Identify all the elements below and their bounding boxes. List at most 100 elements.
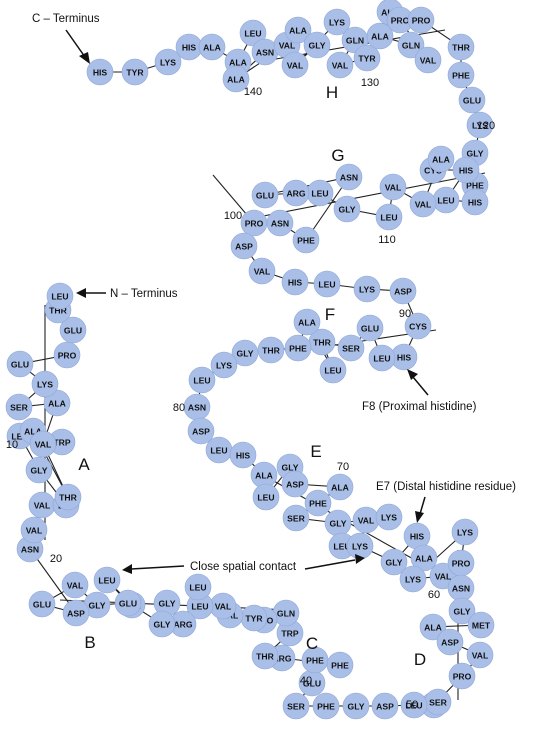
residue-label: CYS [409,322,427,332]
residue-circle [198,33,226,61]
residue-label: GLU [119,599,137,609]
residue-circle [188,366,216,394]
residue-circle [46,282,74,310]
residue-label: THR [262,346,280,356]
residue-val: VAL [414,46,442,74]
residue-ser: SER [5,393,33,421]
residue-label: ASN [256,48,274,58]
residue-label: GLU [33,600,51,610]
residue-ala: ALA [427,145,455,173]
helix-label-d: D [414,650,426,669]
residue-label: PHE [306,656,324,666]
residue-lys: LYS [466,111,494,139]
residue-label: PRO [412,16,431,26]
position-number-110: 110 [378,234,396,246]
residue-leu: LEU [46,282,74,310]
residue-label: THR [256,652,274,662]
residue-label: VAL [415,200,432,210]
residue-circle [284,16,312,44]
residue-circle [466,111,494,139]
residue-circle [222,65,250,93]
proximal-histidine-arrow [412,376,429,396]
residue-circle [240,209,268,237]
residue-label: ASN [271,219,289,229]
residue-circle [121,58,149,86]
residue-label: GLU [303,679,321,689]
residue-circle [5,393,33,421]
residue-label: ALA [298,318,316,328]
residue-label: GLY [386,558,403,568]
residue-glu: GLU [356,314,384,342]
helix-label-f: F [325,305,335,324]
position-number-10: 10 [6,439,18,451]
residue-circle [303,31,331,59]
residue-circle [319,356,347,384]
residue-label: GLU [11,360,29,370]
residue-ala: ALA [222,65,250,93]
residue-label: GLU [361,324,379,334]
residue-gly: GLY [148,610,176,638]
residue-leu: LEU [400,691,428,719]
close-contact-arrowhead-left [122,564,132,574]
residue-glu: GLU [59,316,87,344]
residue-circle [248,257,276,285]
residue-his: HIS [86,58,114,86]
residue-label: THR [59,493,77,503]
position-number-90: 90 [399,308,411,320]
position-number-50: 50 [406,699,418,711]
residue-circle [409,190,437,218]
residue-phe: PHE [292,226,320,254]
residue-label: PRO [245,219,264,229]
residue-asp: ASP [281,470,309,498]
residue-label: ASP [67,609,85,619]
residue-label: VAL [420,56,437,66]
residue-circle [461,188,489,216]
residue-cys: CYS [404,312,432,340]
residue-circle [466,641,494,669]
residue-label: HIS [397,353,412,363]
position-number-80: 80 [173,402,185,414]
residue-circle [337,334,365,362]
residue-circle [419,613,447,641]
residue-val: VAL [409,190,437,218]
residue-circle [375,503,403,531]
residue-label: LYS [216,361,232,371]
residue-ala: ALA [250,461,278,489]
residue-label: ALA [24,427,42,437]
residue-gly: GLY [231,339,259,367]
close-contact-arrow-left [130,565,185,570]
residue-ala: ALA [366,22,394,50]
residue-circle [404,312,432,340]
residue-label: VAL [358,516,375,526]
residue-gly: GLY [342,692,370,720]
residue-circle [281,268,309,296]
residue-circle [451,518,479,546]
residue-label: LEU [405,701,422,711]
residue-leu: LEU [205,436,233,464]
residue-circle [333,195,361,223]
residue-circle [410,544,438,572]
residue-label: GLY [237,349,254,359]
residue-gly: GLY [25,456,53,484]
residue-circle [59,316,87,344]
residue-label: ALA [371,32,389,42]
residue-label: GLY [31,466,48,476]
residue-label: LEU [257,493,274,503]
residue-circle [397,31,425,59]
residue-circle [154,48,182,76]
residue-label: ASP [235,242,253,252]
residue-circle [326,651,354,679]
residue-label: ASN [452,584,470,594]
residue-circle [184,573,212,601]
residue-circle [43,389,71,417]
residue-leu: LEU [239,19,267,47]
residue-label: LYS [457,528,473,538]
residue-label: LEU [11,432,28,442]
residue-circle [400,691,428,719]
residue-leu: LEU [319,356,347,384]
residue-thr: THR [257,336,285,364]
residue-label: ASP [394,287,412,297]
residue-arg: ARG [282,179,310,207]
residue-label: TYR [126,68,144,78]
